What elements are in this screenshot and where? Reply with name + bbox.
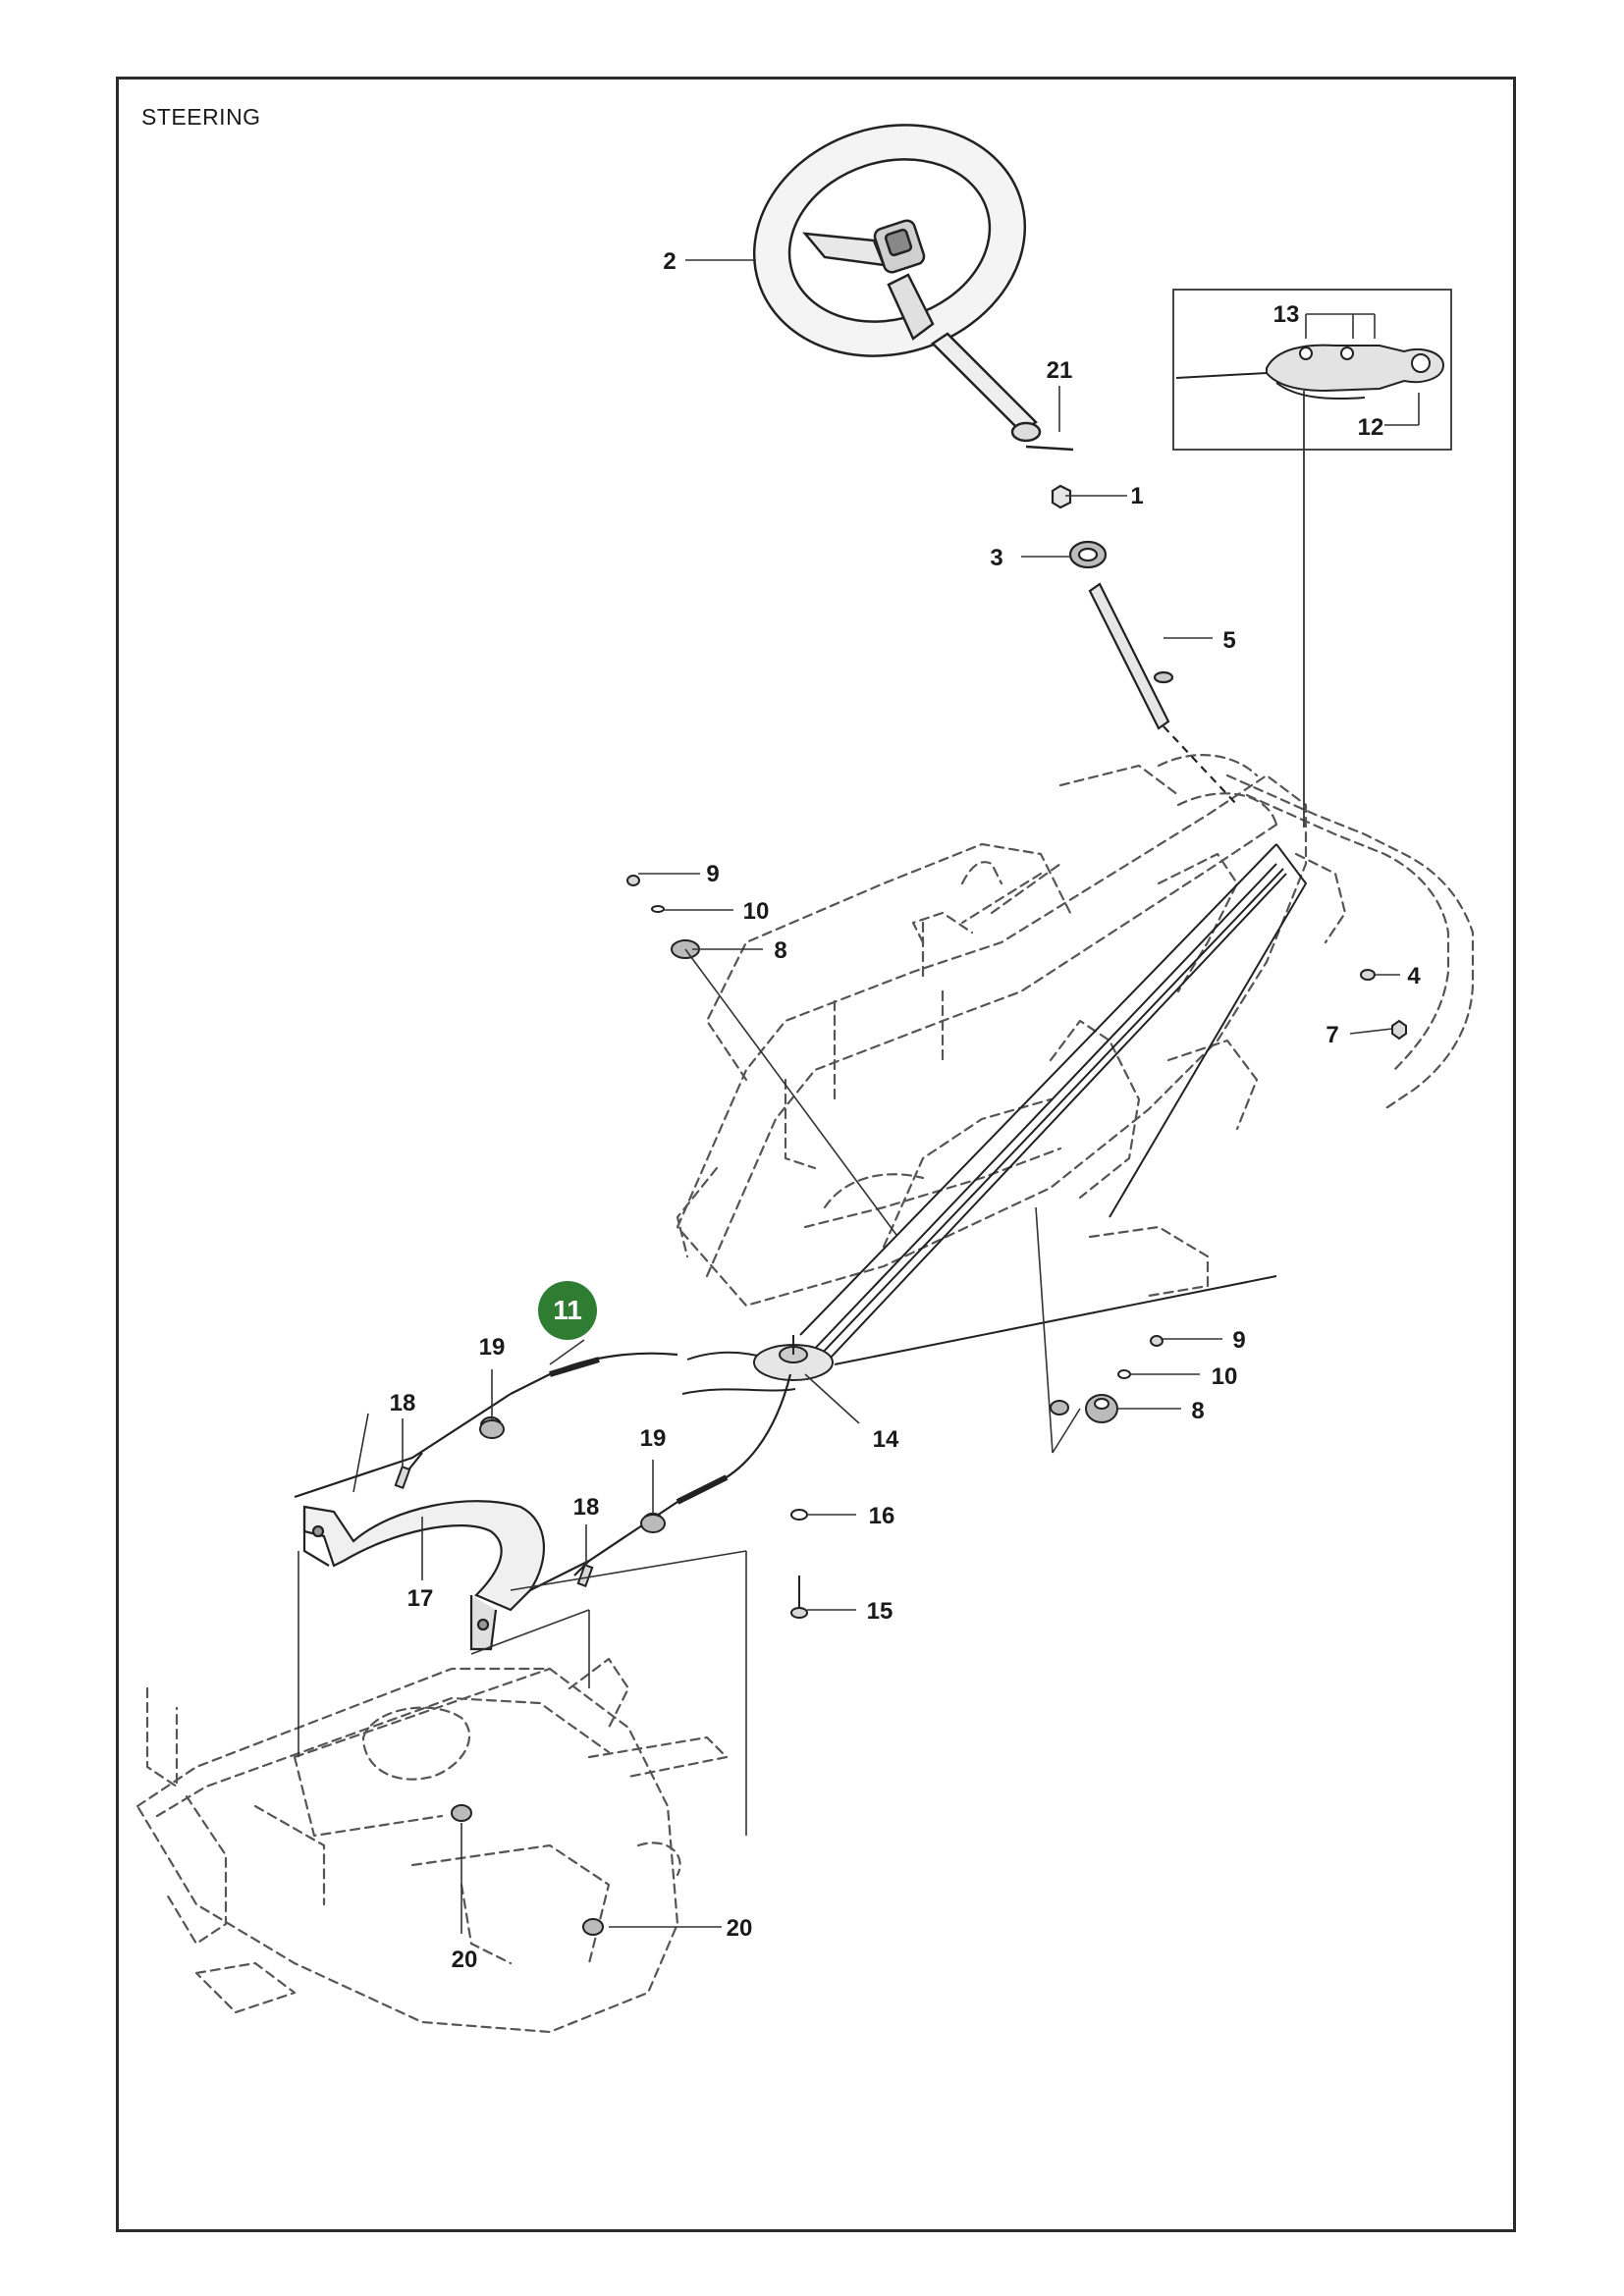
callout-5: 5 xyxy=(1222,627,1235,654)
inset-detail-box xyxy=(1172,289,1452,828)
callout-18-right: 18 xyxy=(573,1494,600,1521)
callout-17: 17 xyxy=(407,1585,434,1612)
callout-18-left: 18 xyxy=(390,1390,416,1416)
callout-8-top: 8 xyxy=(774,937,786,964)
callout-19-right: 19 xyxy=(640,1425,667,1452)
callout-19-left: 19 xyxy=(479,1334,506,1361)
diagram-frame xyxy=(116,77,1516,2232)
callout-13: 13 xyxy=(1273,301,1300,328)
callout-8-bottom: 8 xyxy=(1191,1398,1204,1424)
lower-chassis-outline xyxy=(135,1657,729,2034)
callout-9-bottom: 9 xyxy=(1232,1327,1245,1354)
callout-10-top: 10 xyxy=(743,898,770,925)
callout-20-right: 20 xyxy=(727,1915,753,1942)
callout-3: 3 xyxy=(990,545,1002,571)
callout-1: 1 xyxy=(1130,483,1143,509)
tractor-frame-outline xyxy=(676,754,1475,1308)
steering-column-parts xyxy=(1051,484,1238,806)
callout-15: 15 xyxy=(867,1598,893,1625)
callout-9-top: 9 xyxy=(706,861,719,887)
callout-10-bottom: 10 xyxy=(1212,1363,1238,1390)
bracket-17 xyxy=(302,1500,546,1651)
callout-11: 11 xyxy=(553,1295,582,1325)
callout-2: 2 xyxy=(663,248,676,275)
callout-12: 12 xyxy=(1358,414,1384,441)
callout-14: 14 xyxy=(873,1426,899,1453)
callout-20-left: 20 xyxy=(452,1947,478,1973)
callout-16: 16 xyxy=(869,1503,895,1529)
diagram-title: STEERING xyxy=(141,104,261,130)
highlight-marker-11 xyxy=(538,1281,597,1340)
callout-7: 7 xyxy=(1326,1022,1338,1048)
leader-lines xyxy=(298,259,1420,1934)
steering-belts xyxy=(681,843,1308,1395)
steering-wheel xyxy=(752,124,1074,452)
callout-4: 4 xyxy=(1407,963,1421,989)
callout-21: 21 xyxy=(1047,357,1073,384)
fasteners xyxy=(394,875,1407,1936)
